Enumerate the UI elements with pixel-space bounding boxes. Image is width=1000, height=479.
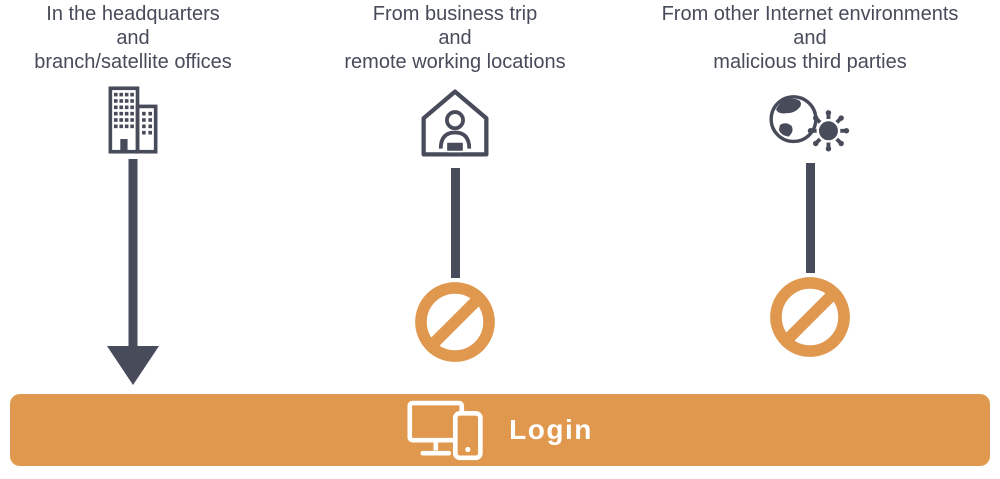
prohibition-icon: [770, 277, 850, 357]
column-internet-malicious: From other Internet environments and mal…: [616, 2, 1000, 360]
column-headquarters: In the headquarters and branch/satellite…: [0, 2, 266, 387]
label-line-3: remote working locations: [344, 51, 566, 73]
label-line-3: branch/satellite offices: [34, 51, 232, 73]
label-line-1: From business trip: [372, 3, 538, 25]
login-bar: Login: [10, 394, 990, 466]
remote-worker-home-icon: [417, 85, 493, 161]
blocked-connector-line: [805, 163, 815, 273]
column-remote-work: From business trip and remote working lo…: [310, 2, 600, 365]
office-building-icon: [104, 84, 162, 156]
label-line-1: From other Internet environments: [661, 3, 959, 25]
devices-icon: [407, 400, 483, 461]
column-internet-malicious-label: From other Internet environments and mal…: [662, 2, 959, 74]
prohibition-icon: [415, 282, 495, 362]
label-line-2: and: [116, 27, 150, 49]
allowed-arrow: [107, 159, 159, 385]
label-line-3: malicious third parties: [713, 51, 907, 73]
login-label: Login: [509, 414, 593, 445]
label-line-2: and: [438, 27, 472, 49]
label-line-2: and: [793, 27, 827, 49]
column-headquarters-label: In the headquarters and branch/satellite…: [34, 2, 232, 74]
label-line-1: In the headquarters: [46, 3, 220, 25]
blocked-connector-line: [450, 168, 460, 278]
globe-malware-icon: [768, 90, 852, 156]
column-remote-work-label: From business trip and remote working lo…: [344, 2, 565, 74]
